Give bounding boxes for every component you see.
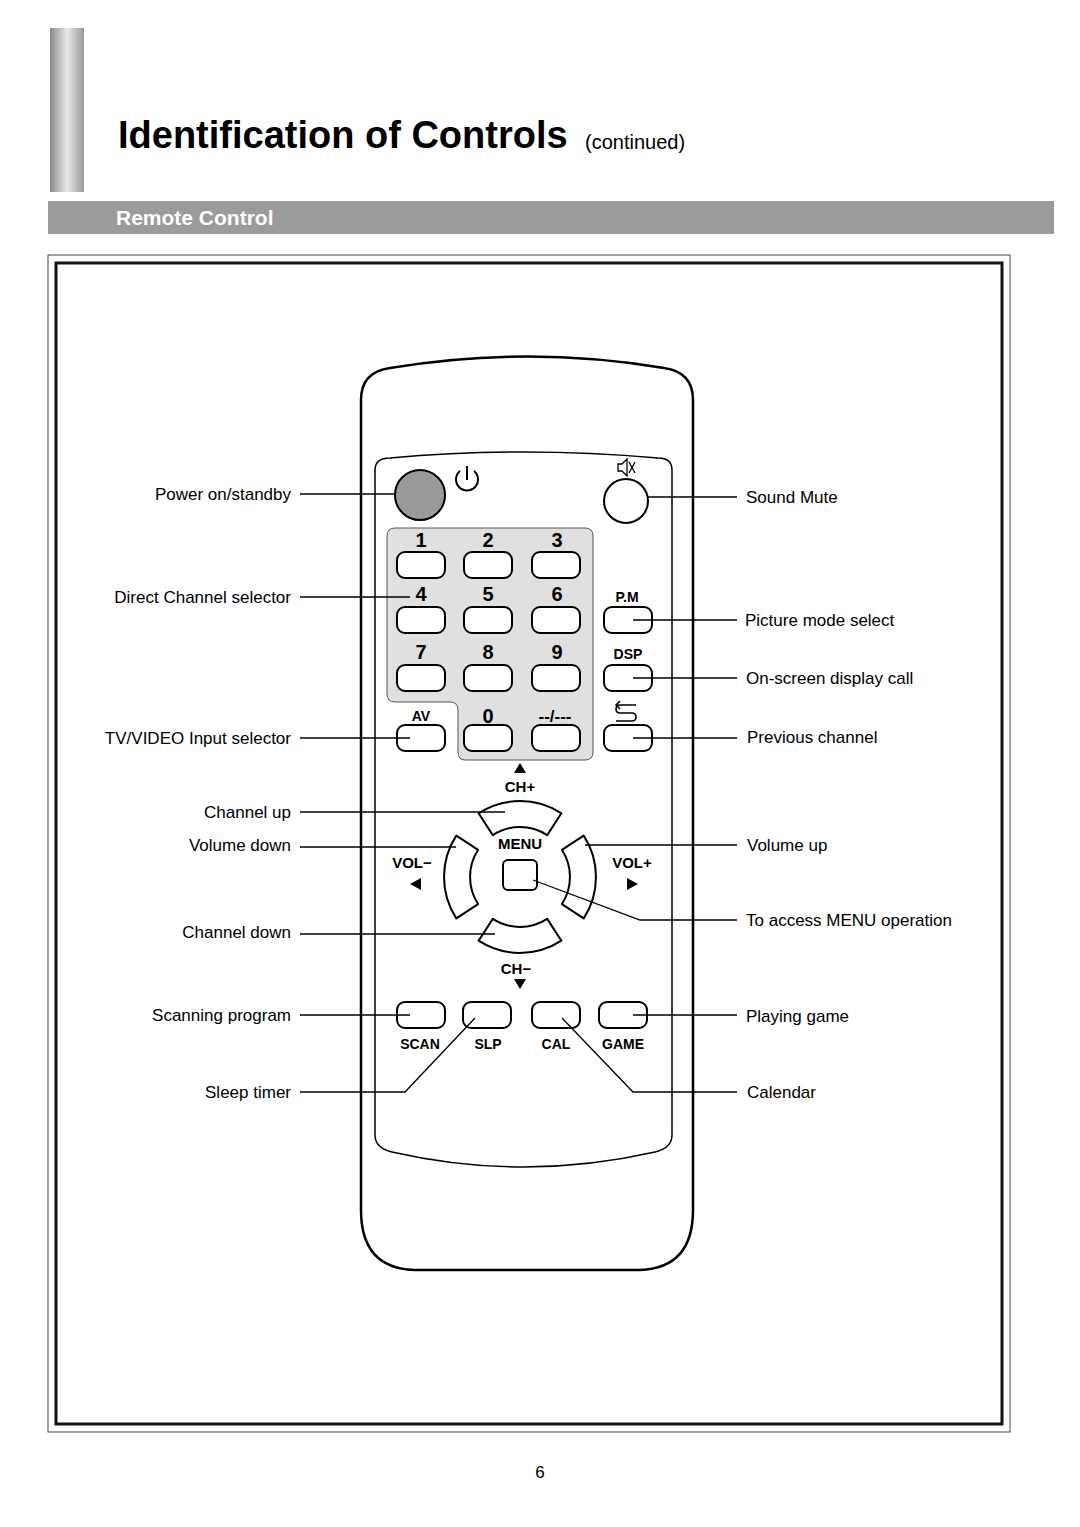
callout-label: Channel up xyxy=(204,804,291,821)
direction-button xyxy=(444,836,478,919)
outer-frame xyxy=(48,255,1010,1432)
key-button xyxy=(464,607,512,633)
key-legend: 9 xyxy=(551,642,562,662)
key-legend: CAL xyxy=(542,1037,571,1051)
title-suffix: (continued) xyxy=(585,132,685,152)
arrow-left xyxy=(410,878,421,890)
key-legend: 8 xyxy=(482,642,493,662)
callout-label: Scanning program xyxy=(152,1007,291,1024)
mute-button xyxy=(604,479,648,523)
key-button xyxy=(397,552,445,578)
inner-frame xyxy=(56,263,1002,1424)
key-legend: 2 xyxy=(482,530,493,550)
key-legend: 3 xyxy=(551,530,562,550)
arrow-up xyxy=(514,763,526,773)
key-legend: CH+ xyxy=(505,779,535,794)
callout-label: Calendar xyxy=(747,1084,816,1101)
callout-label: Direct Channel selector xyxy=(114,589,291,606)
power-button xyxy=(395,470,445,520)
key-button xyxy=(532,1002,580,1028)
page-title: Identification of Controls xyxy=(118,116,568,154)
power-symbol xyxy=(456,466,478,490)
button-group xyxy=(397,552,652,1028)
previous-channel-symbol xyxy=(616,701,636,721)
key-legend: --/--- xyxy=(538,708,571,725)
menu-button xyxy=(503,860,537,890)
callout-label: Power on/standby xyxy=(155,486,291,503)
section-band: Remote Control xyxy=(48,201,1054,234)
key-legend: AV xyxy=(412,709,430,723)
callout-label: On-screen display call xyxy=(746,670,913,687)
callout-label: Volume down xyxy=(189,837,291,854)
key-button xyxy=(532,665,580,691)
callout-label: Sleep timer xyxy=(205,1084,291,1101)
callout-label: Picture mode select xyxy=(745,612,894,629)
key-button xyxy=(464,725,512,751)
key-legend: 0 xyxy=(482,706,493,726)
key-legend: DSP xyxy=(614,647,643,661)
page-number: 6 xyxy=(535,1464,544,1481)
direction-button xyxy=(562,836,596,919)
remote-body xyxy=(361,357,693,1271)
key-legend: 7 xyxy=(415,642,426,662)
key-legend: 4 xyxy=(415,584,426,604)
key-legend: P.M xyxy=(615,590,638,604)
callout-label: Playing game xyxy=(746,1008,849,1025)
callout-label: Previous channel xyxy=(747,729,877,746)
key-button xyxy=(397,607,445,633)
callout-label: Channel down xyxy=(182,924,291,941)
arrow-down xyxy=(514,979,526,989)
key-button xyxy=(532,552,580,578)
key-button xyxy=(463,1002,511,1028)
key-button xyxy=(532,607,580,633)
key-legend: CH− xyxy=(501,961,531,976)
direction-button xyxy=(479,919,562,953)
direction-pad xyxy=(444,801,596,953)
remote-panel xyxy=(375,452,672,1167)
key-legend: 1 xyxy=(415,530,426,550)
key-legend: MENU xyxy=(498,836,542,851)
key-button xyxy=(464,552,512,578)
key-legend: 6 xyxy=(551,584,562,604)
key-button xyxy=(532,725,580,751)
section-heading: Remote Control xyxy=(116,207,274,228)
arrow-right xyxy=(627,878,638,890)
key-legend: VOL+ xyxy=(612,855,652,870)
key-legend: VOL− xyxy=(392,855,432,870)
callout-label: Volume up xyxy=(747,837,827,854)
mute-symbol xyxy=(618,459,635,476)
direction-button xyxy=(479,801,562,835)
key-button xyxy=(397,665,445,691)
callout-label: TV/VIDEO Input selector xyxy=(105,730,291,747)
callout-label: To access MENU operation xyxy=(746,912,952,929)
key-button xyxy=(464,665,512,691)
key-legend: SCAN xyxy=(400,1037,440,1051)
header-bar xyxy=(50,28,84,192)
key-legend: 5 xyxy=(482,584,493,604)
key-legend: GAME xyxy=(602,1037,644,1051)
key-legend: SLP xyxy=(474,1037,501,1051)
callout-label: Sound Mute xyxy=(746,489,838,506)
keypad-area xyxy=(387,528,593,760)
leader-lines xyxy=(300,494,737,1092)
